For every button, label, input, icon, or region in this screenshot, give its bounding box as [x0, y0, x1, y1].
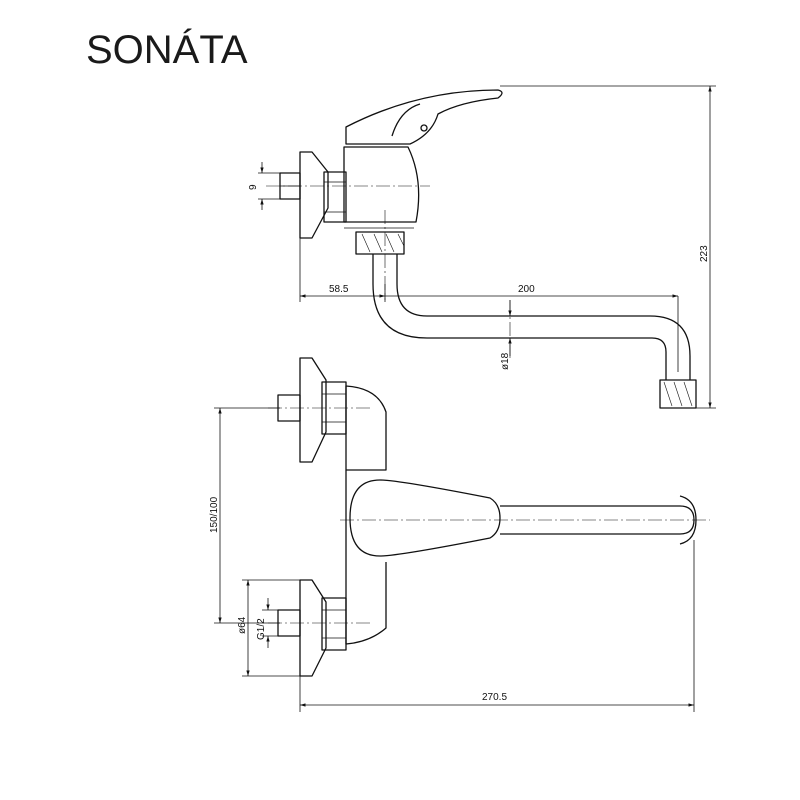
front-view — [268, 357, 710, 677]
dim-flange-diameter: ø64 — [237, 616, 248, 634]
front-view-dimensions: 150/100 ø64 G1/2 270.5 — [209, 407, 695, 712]
dim-wall-offset: 58.5 — [329, 284, 349, 295]
side-view — [266, 89, 697, 409]
dim-pipe-offset: 9 — [248, 184, 259, 190]
side-view-dimensions: 9 58.5 200 223 ø18 — [248, 85, 716, 409]
dim-spout-diameter: ø18 — [500, 352, 511, 370]
dim-thread: G1/2 — [256, 618, 267, 640]
product-title: SONÁTA — [86, 27, 248, 72]
dim-height: 223 — [699, 245, 710, 262]
dim-inlet-spacing: 150/100 — [209, 496, 220, 533]
dim-total-length: 270.5 — [482, 692, 507, 703]
dim-spout-length: 200 — [518, 284, 535, 295]
